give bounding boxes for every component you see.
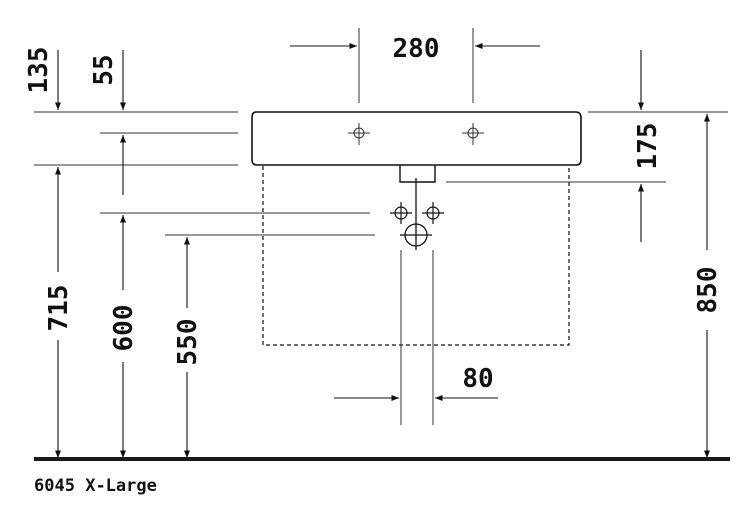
- tap-hole-left: [348, 123, 370, 145]
- dim-850: 850: [693, 267, 723, 314]
- waste-outlet: [400, 178, 432, 250]
- model-caption: 6045 X-Large: [34, 476, 157, 496]
- dimension-arrows: [54, 42, 711, 458]
- basin: [251, 111, 582, 183]
- dim-175: 175: [633, 123, 663, 170]
- tap-hole-right: [462, 123, 484, 145]
- model-size-label: X-Large: [85, 476, 157, 496]
- model-number: 6045: [34, 476, 75, 496]
- dim-55: 55: [89, 54, 119, 85]
- vanity-unit-outline: [262, 166, 570, 346]
- drain-stub: [399, 165, 436, 183]
- dim-550: 550: [173, 319, 203, 366]
- water-supply-valves: [390, 202, 444, 224]
- pipe-center-lines: [400, 250, 434, 425]
- dim-280: 280: [393, 34, 440, 64]
- extension-lines: [34, 28, 728, 236]
- dim-715: 715: [44, 285, 74, 332]
- dim-80: 80: [462, 364, 493, 394]
- dim-600: 600: [109, 305, 139, 352]
- dim-135: 135: [24, 47, 54, 94]
